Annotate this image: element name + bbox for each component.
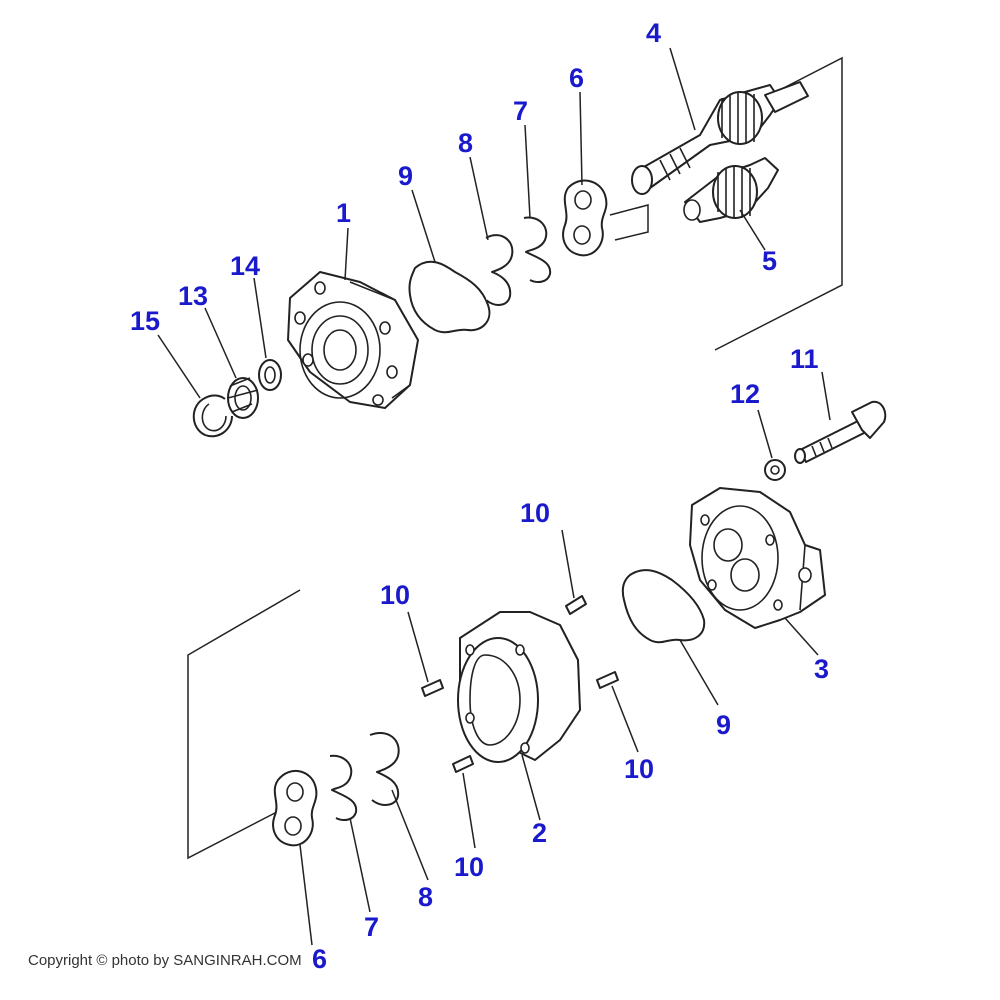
copyright-notice: Copyright © photo by SANGINRAH.COM xyxy=(28,952,302,969)
seal-part-8-lower xyxy=(369,732,400,806)
gasket-part-9-lower xyxy=(621,569,706,644)
snap-ring-part-15 xyxy=(192,394,233,438)
dowel-pin-part-10-b xyxy=(421,679,444,697)
callout-2: 2 xyxy=(532,818,547,848)
callout-10-left: 10 xyxy=(380,580,410,610)
seal-part-7-lower xyxy=(329,754,358,821)
gear-housing-part-2 xyxy=(457,611,581,763)
callout-15: 15 xyxy=(130,306,160,336)
callout-9-lower: 9 xyxy=(716,710,731,740)
washer-part-12 xyxy=(764,459,786,481)
callout-6-upper: 6 xyxy=(569,63,584,93)
leader-lines xyxy=(157,47,831,946)
callout-10-top: 10 xyxy=(520,498,550,528)
dowel-pin-part-10-a xyxy=(565,595,587,615)
callout-8-upper: 8 xyxy=(458,128,473,158)
shaft-bracket-lines xyxy=(609,204,649,241)
callout-12: 12 xyxy=(730,379,760,409)
callout-9-upper: 9 xyxy=(398,161,413,191)
bearing-part-13 xyxy=(227,377,259,419)
washer-part-14 xyxy=(258,359,282,391)
seal-part-8-upper xyxy=(485,234,514,306)
callout-13: 13 xyxy=(178,281,208,311)
dowel-pin-part-10-d xyxy=(452,755,474,773)
callout-4: 4 xyxy=(646,18,661,48)
lower-frame xyxy=(187,589,301,860)
callout-10-bottom: 10 xyxy=(454,852,484,882)
callout-3: 3 xyxy=(814,654,829,684)
gasket-part-9-upper xyxy=(408,260,491,334)
drive-shaft-part-4 xyxy=(631,81,809,195)
callout-8-lower: 8 xyxy=(418,882,433,912)
seal-part-7-upper xyxy=(523,216,552,283)
driven-gear-part-5 xyxy=(683,157,779,223)
callout-1: 1 xyxy=(336,198,351,228)
callout-5: 5 xyxy=(762,246,777,276)
callout-7-upper: 7 xyxy=(513,96,528,126)
front-cover-part-1 xyxy=(287,271,419,409)
bushing-plate-part-6-upper xyxy=(562,179,608,257)
callout-11: 11 xyxy=(790,344,819,374)
bushing-plate-part-6-lower xyxy=(272,770,318,847)
upper-frame xyxy=(714,56,843,351)
callout-6-lower: 6 xyxy=(312,944,327,974)
callout-10-right: 10 xyxy=(624,754,654,784)
bolt-part-11 xyxy=(794,400,887,464)
callouts: 1 2 3 4 5 6 6 7 7 8 8 9 9 10 10 10 10 11… xyxy=(130,18,829,974)
callout-14: 14 xyxy=(230,251,260,281)
rear-cover-part-3 xyxy=(689,487,826,629)
dowel-pin-part-10-c xyxy=(596,671,619,689)
callout-7-lower: 7 xyxy=(364,912,379,942)
